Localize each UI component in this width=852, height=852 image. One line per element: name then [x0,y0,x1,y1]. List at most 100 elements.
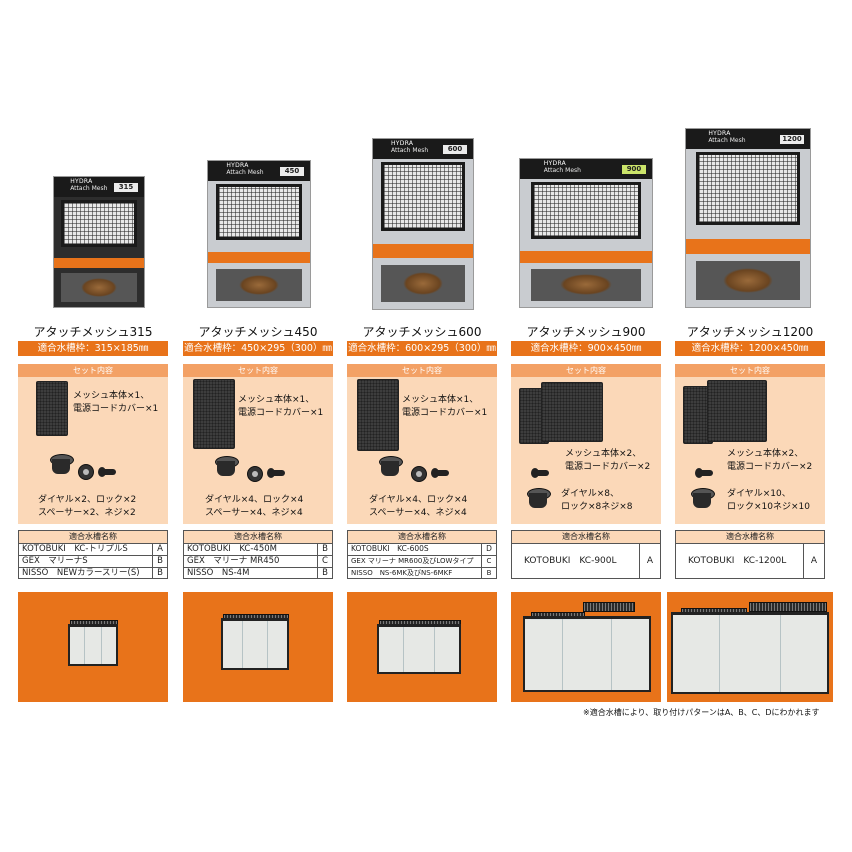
tank-name: GEX マリーナ MR600及びLOWタイプ [351,557,474,565]
table-header: 適合水槽名称 [19,531,167,544]
tank-image-panel [183,592,333,702]
model-title: アタッチメッシュ315 [33,325,153,339]
package-subtitle: Attach Mesh [543,167,581,174]
set-parts-text: ダイヤル×2、ロック×2 スペーサー×2、ネジ×2 [38,495,137,518]
package-mesh [61,200,137,248]
set-parts-text: ダイヤル×4、ロック×4 スペーサー×4、ネジ×4 [369,495,468,518]
set-contents-header: セット内容 [18,364,168,377]
table-row: KOTOBUKI KC-450M B [184,543,332,556]
tank-pattern: C [317,555,332,567]
tank-pattern: B [152,567,167,579]
tank-image [523,616,651,692]
product-package-image: HYDRA Attach Mesh 315 [53,176,145,308]
package-size-badge: 450 [280,167,304,176]
model-title: アタッチメッシュ450 [198,325,318,339]
tank-pattern: D [481,543,496,555]
package-subtitle: Attach Mesh [226,169,264,176]
package-size-badge: 315 [114,183,138,192]
tank-name: KOTOBUKI KC-600S [351,544,429,553]
set-main-text: メッシュ本体×2、 電源コードカバー×2 [727,449,813,472]
table-header: 適合水槽名称 [676,531,824,544]
tank-image-panel [18,592,168,702]
set-contents-header: セット内容 [675,364,825,377]
set-contents-header: セット内容 [511,364,661,377]
product-package-image: HYDRA Attach Mesh 450 [207,160,311,308]
lizard-image [723,267,773,293]
package-size-badge: 1200 [780,135,804,144]
tank-pattern: A [152,543,167,555]
table-row: GEX マリーナ MR450 C [184,555,332,568]
package-mesh [381,162,465,231]
mesh-panel-image [193,379,235,449]
screw-part-image [531,468,549,478]
set-parts-text: ダイヤル×4、ロック×4 スペーサー×4、ネジ×4 [205,495,304,518]
package-subtitle: Attach Mesh [70,185,108,192]
product-package-image: HYDRA Attach Mesh 1200 [685,128,811,308]
tank-name: NISSO NS-4M [187,568,250,578]
table-row: NISSO NEWカラースリー(S) B [19,567,167,579]
tank-image-panel [347,592,497,702]
tank-name: NISSO NEWカラースリー(S) [22,568,140,578]
tank-pattern: B [481,567,496,579]
model-title: アタッチメッシュ900 [526,325,646,339]
fit-size-bar: 適合水槽枠：1200×450㎜ [675,341,825,356]
package-mesh [530,182,642,239]
set-contents-box: セット内容 メッシュ本体×1、 電源コードカバー×1 ダイヤル×4、ロック×4 … [347,364,497,524]
screw-part-image [695,468,713,478]
set-contents-box: セット内容 メッシュ本体×2、 電源コードカバー×2 ダイヤル×8、 ロック×8… [511,364,661,524]
table-header: 適合水槽名称 [348,531,496,544]
package-subtitle: Attach Mesh [391,147,429,154]
table-row: KOTOBUKI KC-900L A [512,544,660,578]
table-row: GEX マリーナ MR600及びLOWタイプ C [348,555,496,568]
package-mesh [695,152,801,226]
tank-name: GEX マリーナ MR450 [187,556,280,566]
table-row: NISSO NS-4M B [184,567,332,579]
product-package-image: HYDRA Attach Mesh 900 [519,158,653,308]
product-column-450: HYDRA Attach Mesh 450 アタッチメッシュ450 適合水槽枠：… [183,0,333,720]
table-row: KOTOBUKI KC-600S D [348,543,496,556]
dial-part-image [48,454,74,476]
table-header: 適合水槽名称 [184,531,332,544]
tank-image [68,624,118,666]
tank-image-panel [511,592,661,702]
dial-part-image [689,488,715,510]
table-row: KOTOBUKI KC-1200L A [676,544,824,578]
tank-name: GEX マリーナS [22,556,88,566]
model-title: アタッチメッシュ1200 [686,325,814,339]
set-contents-header: セット内容 [347,364,497,377]
mesh-panel-image [707,380,767,442]
compatible-tanks-table: 適合水槽名称 KOTOBUKI KC-トリプルS A GEX マリーナS B N… [18,530,168,579]
spacer-part-image [247,466,263,482]
package-size-badge: 600 [443,145,467,154]
table-row: GEX マリーナS B [19,555,167,568]
fit-size-bar: 適合水槽枠：450×295（300）㎜ [183,341,333,356]
package-brand: HYDRA [708,130,731,137]
spacer-part-image [78,464,94,480]
fit-size-bar: 適合水槽枠：600×295（300）㎜ [347,341,497,356]
set-contents-header: セット内容 [183,364,333,377]
lizard-image [559,274,613,296]
tank-name: NISSO NS-6MK及びNS-6MKF [351,569,453,577]
package-brand: HYDRA [70,178,93,185]
tank-pattern: A [803,544,824,578]
dial-part-image [525,488,551,510]
lizard-image [403,271,443,296]
lizard-image [81,278,117,297]
mesh-panel-image [541,382,603,442]
package-size-badge: 900 [622,165,646,174]
footnote: ※適合水槽により、取り付けパターンはA、B、C、Dにわかれます [583,708,820,717]
package-brand: HYDRA [543,160,567,167]
package-brand: HYDRA [226,162,249,169]
table-header: 適合水槽名称 [512,531,660,544]
set-contents-box: セット内容 メッシュ本体×1、 電源コードカバー×1 ダイヤル×2、ロック×2 … [18,364,168,524]
product-package-image: HYDRA Attach Mesh 600 [372,138,474,310]
fit-size-bar: 適合水槽枠：900×450㎜ [511,341,661,356]
product-column-600: HYDRA Attach Mesh 600 アタッチメッシュ600 適合水槽枠：… [347,0,497,720]
package-subtitle: Attach Mesh [708,137,746,144]
set-contents-box: セット内容 メッシュ本体×2、 電源コードカバー×2 ダイヤル×10、 ロック×… [675,364,825,524]
set-parts-text: ダイヤル×8、 ロック×8ネジ×8 [561,489,633,512]
set-parts-text: ダイヤル×10、 ロック×10ネジ×10 [727,489,810,512]
set-main-text: メッシュ本体×1、 電源コードカバー×1 [238,395,324,418]
tank-name: KOTOBUKI KC-トリプルS [22,544,128,554]
compatible-tanks-table: 適合水槽名称 KOTOBUKI KC-600S D GEX マリーナ MR600… [347,530,497,579]
